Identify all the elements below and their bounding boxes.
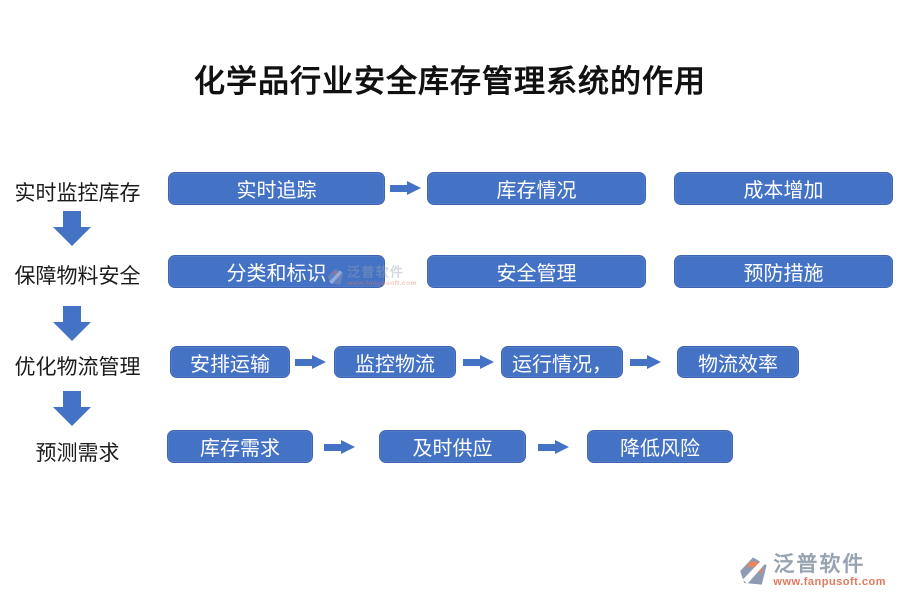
arrow-right-icon [463,355,494,369]
flow-box-risk-reduction: 降低风险 [587,430,733,463]
flow-box-timely-supply: 及时供应 [379,430,526,463]
watermark-url: www.fanpusoft.com [773,576,886,588]
flow-box-arrange-transport: 安排运输 [170,346,290,378]
watermark-footer: 泛普软件 www.fanpusoft.com [737,554,886,588]
page-title: 化学品行业安全库存管理系统的作用 [194,64,706,99]
flow-box-preventive-measures: 预防措施 [674,255,893,288]
flow-box-realtime-tracking: 实时追踪 [168,172,385,205]
flow-box-operation-status: 运行情况， [501,346,623,378]
flow-box-monitor-logistics: 监控物流 [334,346,456,378]
fanpu-logo-icon [740,557,768,585]
arrow-right-icon [630,355,661,369]
arrow-right-icon [390,181,421,195]
arrow-down-icon [53,211,91,246]
watermark-url: www.fanpusoft.com [347,279,417,288]
fanpu-logo-icon [327,268,344,285]
row-label-logistics-optimization: 优化物流管理 [14,355,141,379]
row-label-material-safety: 保障物料安全 [14,264,141,288]
flow-box-inventory-demand: 库存需求 [167,430,313,463]
watermark-brand: 泛普软件 [347,264,405,280]
watermark-brand: 泛普软件 [773,552,866,576]
watermark-faint: 泛普软件 www.fanpusoft.com [326,266,417,287]
arrow-right-icon [324,440,355,454]
arrow-right-icon [538,440,569,454]
arrow-down-icon [53,306,91,341]
flow-box-safety-management: 安全管理 [427,255,646,288]
flow-box-cost-increase: 成本增加 [674,172,893,205]
row-label-monitor-inventory: 实时监控库存 [14,181,141,205]
flow-box-inventory-status: 库存情况 [427,172,646,205]
arrow-right-icon [295,355,326,369]
row-label-demand-forecast: 预测需求 [35,441,120,465]
arrow-down-icon [53,391,91,426]
flow-box-classification-labeling: 分类和标识 [168,255,385,288]
flow-box-logistics-efficiency: 物流效率 [677,346,799,378]
